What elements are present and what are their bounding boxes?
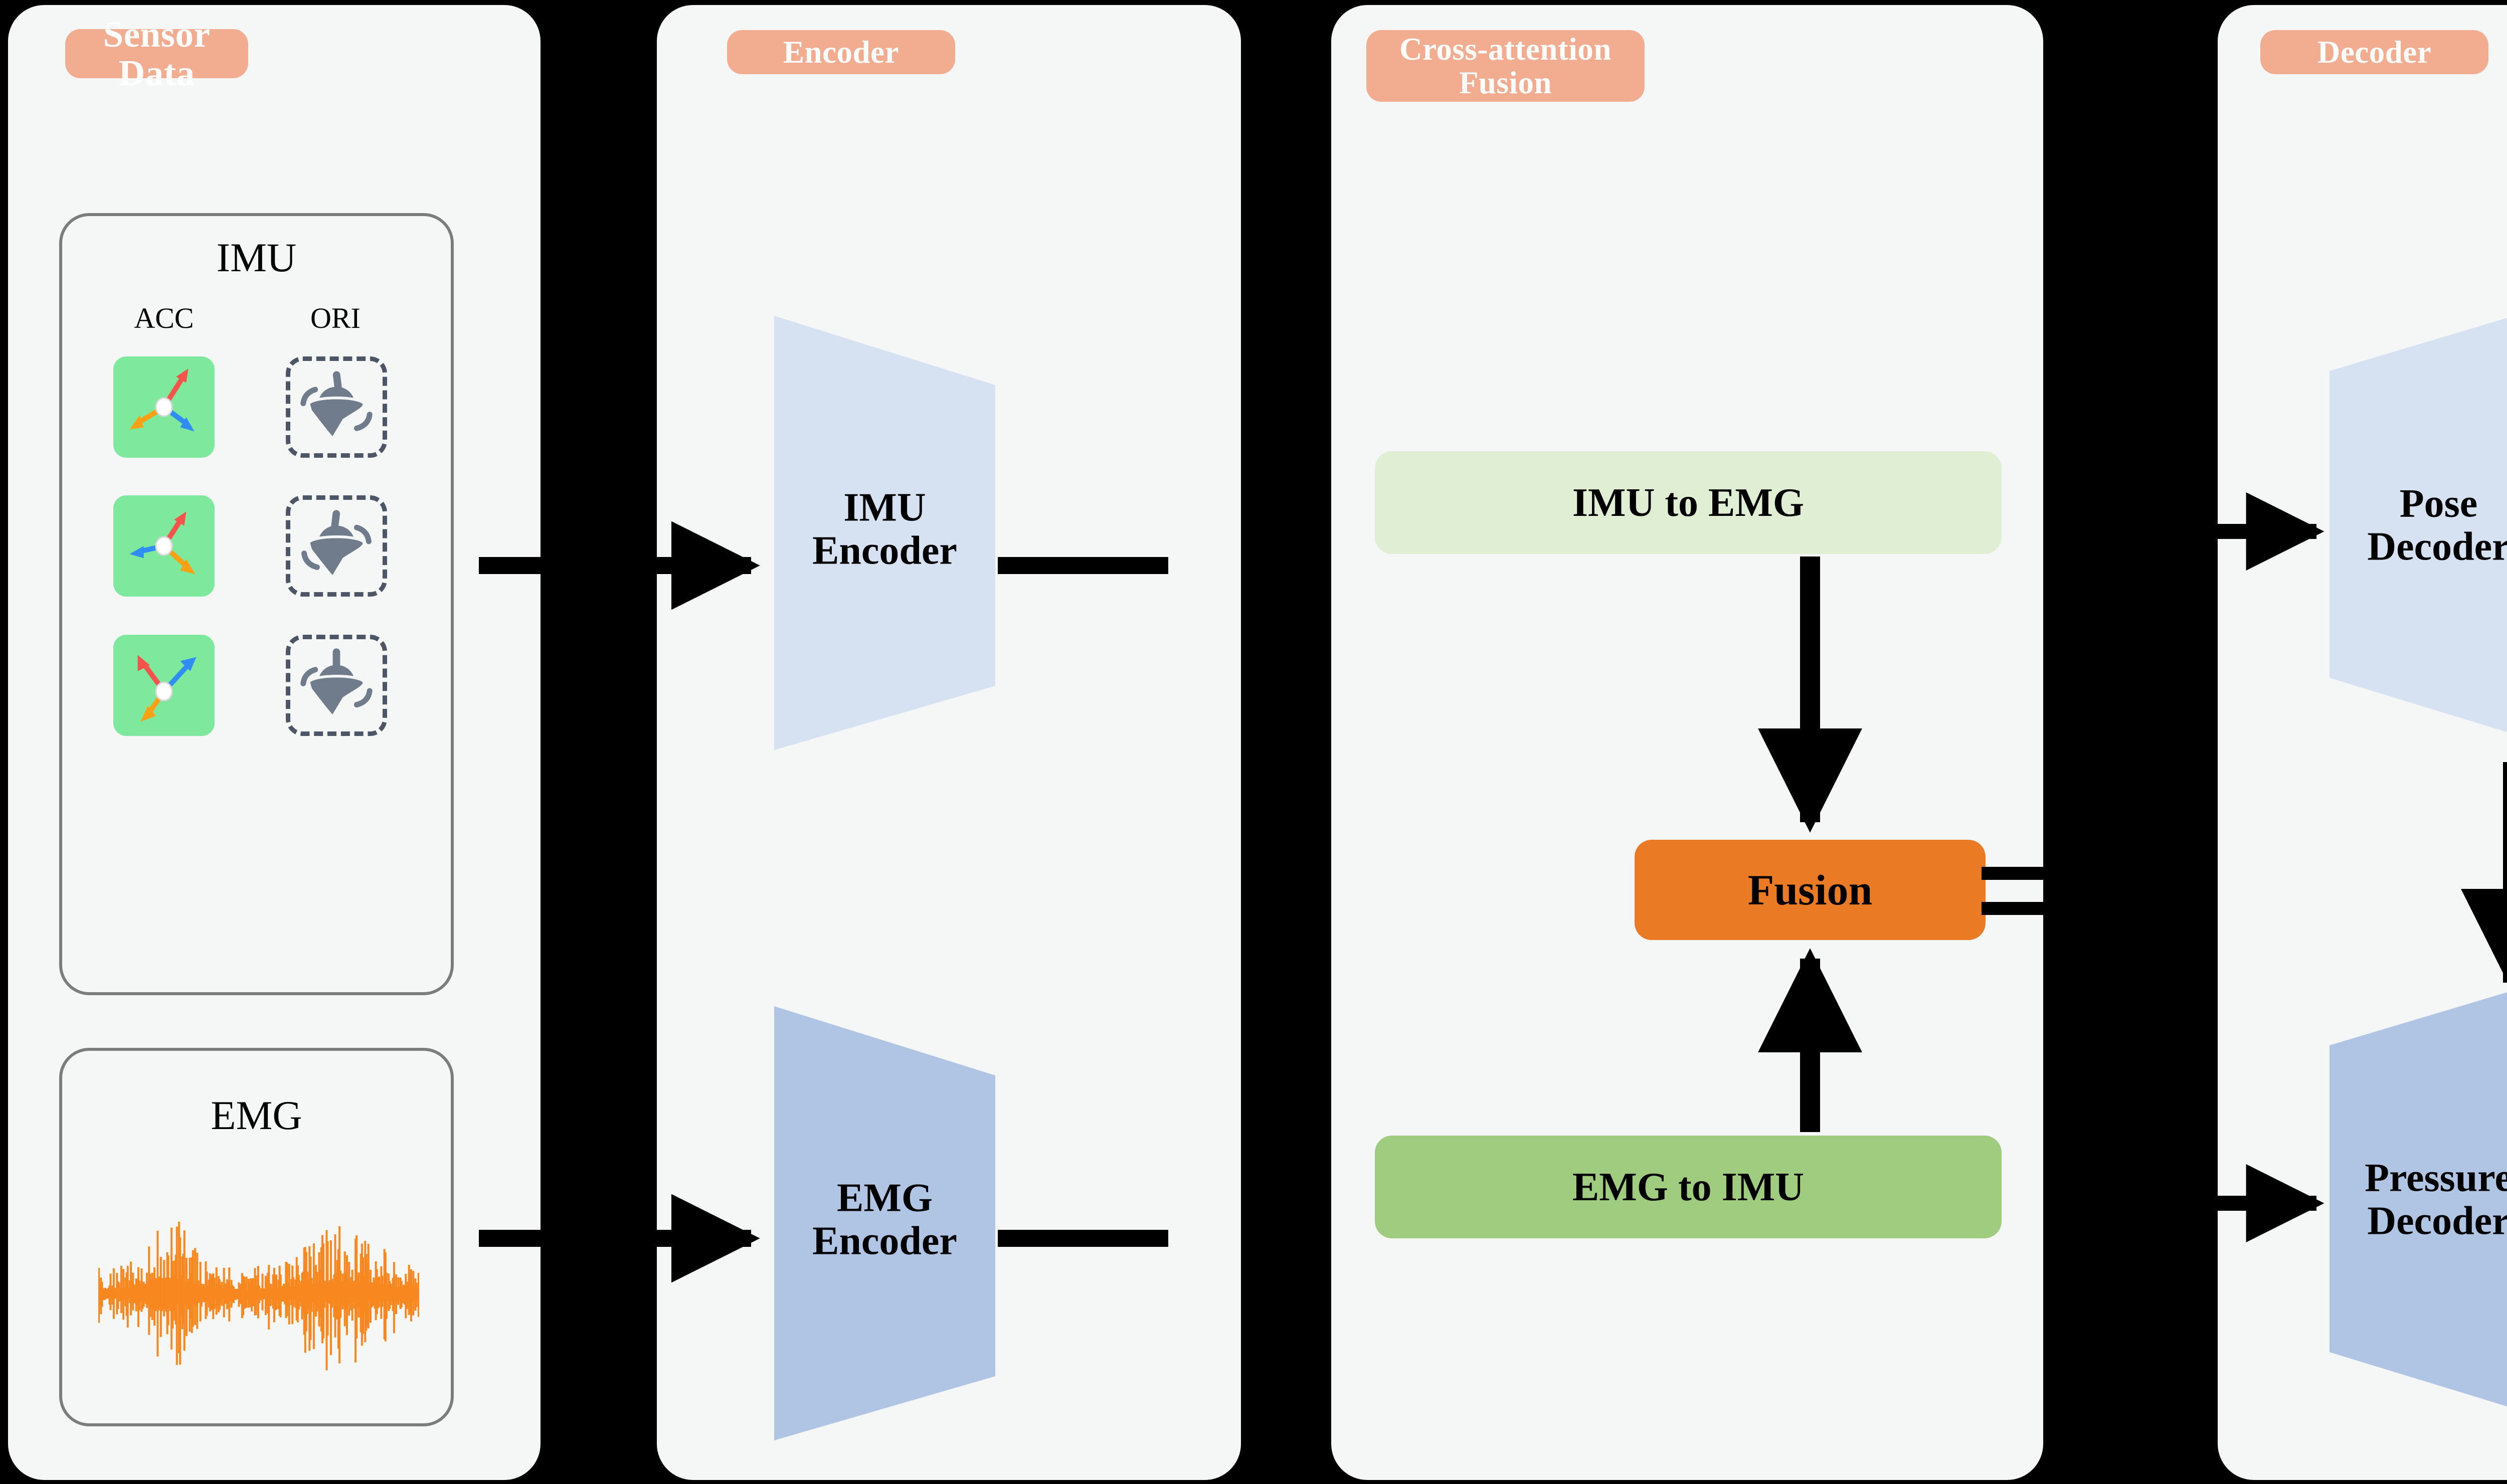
card-imu: IMU ACC ORI <box>59 213 454 995</box>
imu-to-emg-block: IMU to EMG <box>1375 451 2002 554</box>
card-title-imu: IMU <box>216 235 297 280</box>
stage-header-sensor-data: Sensor Data <box>65 15 248 92</box>
fusion-block: Fusion <box>1635 840 1986 940</box>
emg-waveform-icon <box>98 1221 419 1371</box>
column-head-acc: ACC <box>134 302 194 334</box>
stage-header-decoder: Decoder <box>2260 30 2488 74</box>
acceleration-axes-icon <box>113 635 215 736</box>
spinning-top-icon <box>286 635 387 736</box>
acceleration-axes-icon <box>113 495 215 597</box>
card-emg: EMG <box>59 1048 454 1426</box>
acceleration-axes-icon <box>113 356 215 458</box>
emg-to-imu-block: EMG to IMU <box>1375 1136 2002 1238</box>
column-head-ori: ORI <box>310 302 361 334</box>
spinning-top-icon <box>286 495 387 597</box>
panel-cross-attention-fusion <box>1331 5 2043 1480</box>
card-title-emg: EMG <box>211 1092 302 1138</box>
stage-header-encoder: Encoder <box>727 30 955 74</box>
spinning-top-icon <box>286 356 387 458</box>
